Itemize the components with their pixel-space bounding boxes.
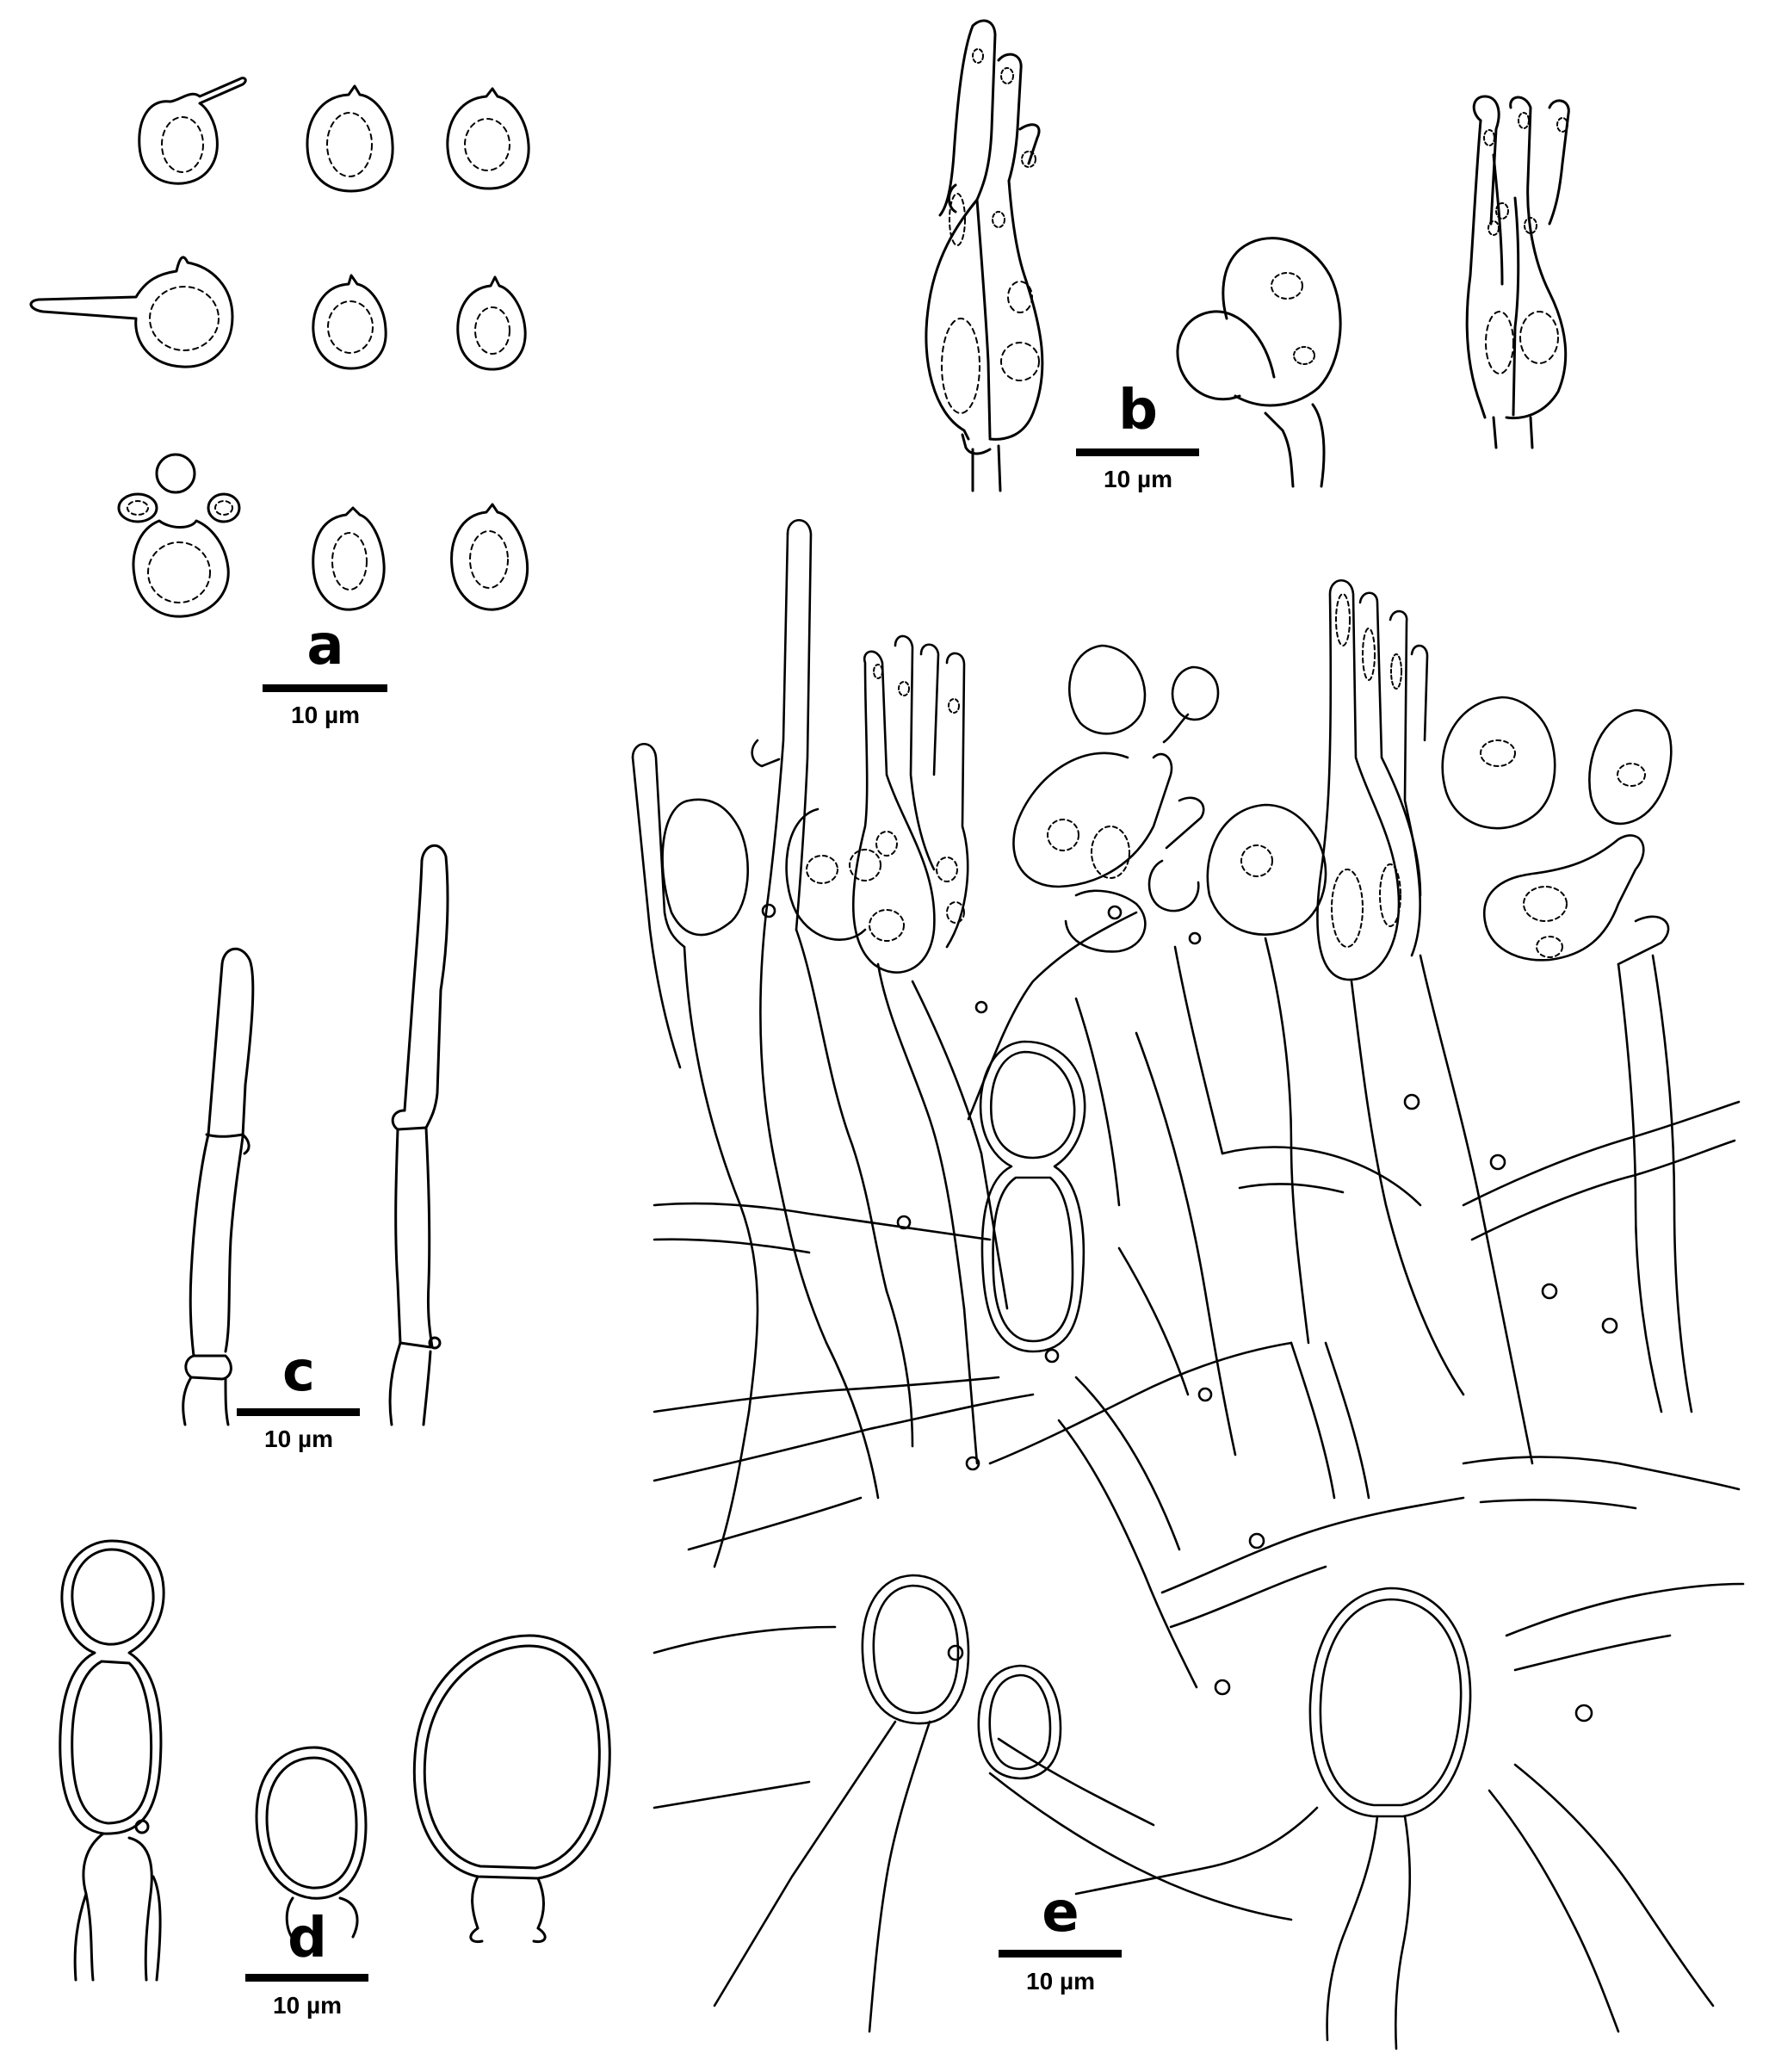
- chlamydospore: [412, 1634, 611, 1944]
- panel-d-chlamydospores: [59, 1539, 611, 1982]
- panel-letter-e: e: [1042, 1881, 1079, 1945]
- spore: [138, 77, 247, 185]
- scale-label-d: 10 µm: [273, 1992, 342, 2019]
- basidium: [1465, 95, 1570, 449]
- basidiole: [1176, 237, 1342, 488]
- panel-c-hyphae: [182, 844, 449, 1426]
- panel-letter-d: d: [288, 1907, 327, 1970]
- scale-bar-a: [263, 684, 387, 692]
- panel-a-spores: [29, 77, 530, 618]
- scale-bars: [237, 448, 1199, 1982]
- scale-bar-b: [1076, 448, 1199, 456]
- spore: [306, 84, 394, 193]
- scale-label-b: 10 µm: [1104, 466, 1172, 492]
- scale-label-e: 10 µm: [1026, 1968, 1095, 1995]
- chlamydospore: [255, 1746, 368, 1940]
- germinating-spore: [117, 453, 241, 618]
- panel-e-hymenium: [631, 519, 1745, 2050]
- panel-letter-c: c: [282, 1340, 315, 1404]
- spore: [312, 274, 387, 370]
- spore: [312, 506, 386, 611]
- scale-label-a: 10 µm: [291, 702, 360, 728]
- panel-letter-b: b: [1118, 379, 1158, 442]
- scale-bar-e: [999, 1950, 1122, 1958]
- hypha: [388, 844, 449, 1426]
- panel-letter-a: a: [306, 614, 344, 677]
- scale-bar-c: [237, 1408, 360, 1416]
- scale-bar-d: [245, 1974, 368, 1982]
- spore: [456, 275, 527, 371]
- scale-label-c: 10 µm: [264, 1426, 333, 1452]
- panel-b-basidia: [925, 19, 1570, 492]
- spore: [450, 503, 529, 611]
- hypha: [182, 948, 255, 1426]
- spore: [446, 87, 530, 190]
- basidium: [925, 19, 1044, 492]
- chlamydospore-chain: [59, 1539, 165, 1982]
- spore: [29, 256, 234, 368]
